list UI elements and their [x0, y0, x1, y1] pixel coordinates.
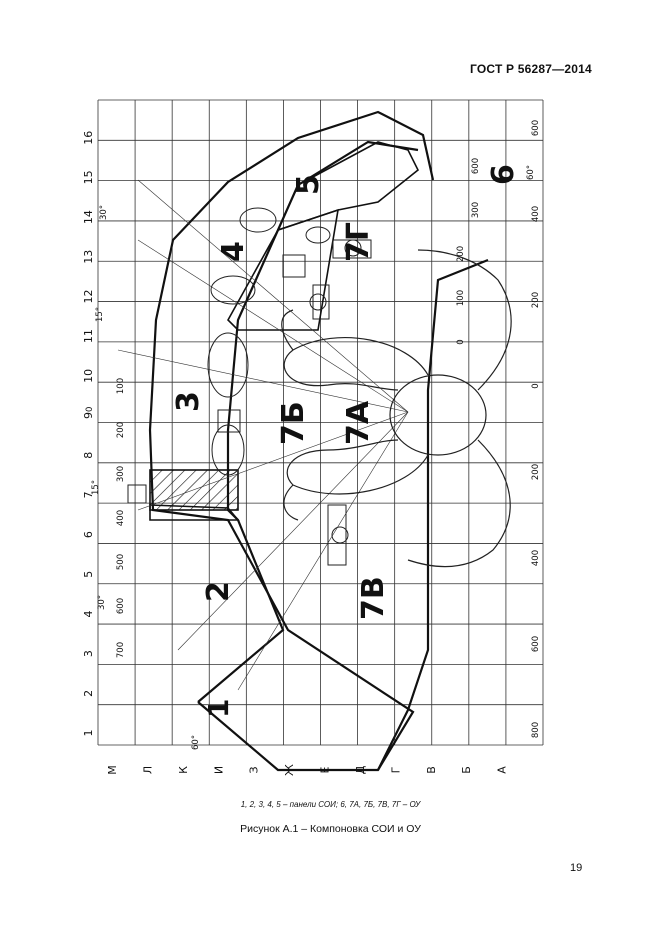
row-letter: Ж: [283, 764, 296, 776]
grid: [97, 99, 544, 746]
console-outline: [148, 110, 489, 772]
panel-label: 7В: [356, 576, 391, 620]
angle-label: 15°: [91, 480, 101, 495]
angle-label: 30°: [97, 595, 107, 610]
scale-label: 200: [531, 292, 541, 308]
instruments: [127, 207, 372, 566]
angle-label: 15°: [95, 307, 105, 322]
column-number: 1: [82, 730, 95, 737]
standard-header: ГОСТ Р 56287—2014: [470, 62, 592, 76]
scale-label: 400: [116, 510, 126, 526]
panel-label: 7А: [341, 400, 376, 445]
scale-label: 0: [456, 339, 466, 344]
operator-figure: [281, 249, 512, 568]
sight-lines: [117, 179, 409, 691]
scale-label: 0: [531, 383, 541, 388]
row-letter: Г: [389, 766, 402, 773]
scale-label: 700: [116, 642, 126, 658]
row-letter: Б: [460, 766, 473, 774]
figure-caption: Рисунок А.1 – Компоновка СОИ и ОУ: [240, 823, 421, 835]
panel-label: 3: [171, 391, 206, 412]
scale-label: 600: [471, 158, 481, 174]
row-letter: И: [212, 766, 225, 774]
column-number: 16: [82, 131, 95, 145]
row-letter: В: [425, 766, 438, 774]
column-number: 5: [82, 571, 95, 578]
panel-label: 1: [202, 699, 235, 718]
column-number: 10: [82, 369, 95, 383]
panel-label: 5: [291, 174, 326, 195]
scale-label: 100: [116, 378, 126, 394]
row-letter: М: [106, 765, 119, 775]
column-number: 2: [82, 690, 95, 697]
scale-label: 400: [531, 206, 541, 222]
row-letter: З: [248, 766, 261, 773]
panel-label: 2: [201, 581, 236, 602]
angle-label: 60°: [191, 735, 201, 750]
column-number: 3: [82, 650, 95, 657]
column-number: 7: [82, 491, 95, 498]
column-number: 8: [82, 452, 95, 459]
row-letter: Е: [319, 766, 332, 773]
page-number: 19: [570, 862, 583, 874]
scale-label: 600: [531, 636, 541, 652]
scale-label: 600: [531, 120, 541, 136]
scale-label: 300: [116, 466, 126, 482]
angle-label: 30°: [99, 205, 109, 220]
scale-label: 200: [116, 422, 126, 438]
row-letter: К: [177, 766, 190, 774]
figure-legend: 1, 2, 3, 4, 5 – панели СОИ; 6, 7А, 7Б, 7…: [240, 800, 421, 809]
scale-label: 100: [456, 290, 466, 306]
column-number: 14: [82, 210, 95, 224]
column-number: 11: [82, 329, 95, 343]
row-letter: Д: [354, 765, 367, 774]
row-letter: А: [496, 766, 509, 774]
scale-label: 400: [531, 550, 541, 566]
column-number: 6: [82, 531, 95, 538]
column-number: 13: [82, 250, 95, 264]
column-number: 15: [82, 170, 95, 184]
scale-label: 200: [456, 246, 466, 262]
angle-label: 0: [85, 407, 95, 412]
scale-label: 800: [531, 722, 541, 738]
panel-label: 7Г: [341, 222, 376, 262]
scale-label: 500: [116, 554, 126, 570]
scale-label: 600: [116, 598, 126, 614]
column-number: 9: [82, 412, 95, 419]
panel-label: 6: [486, 164, 521, 185]
column-number: 12: [82, 289, 95, 303]
angle-label: 60°: [526, 165, 536, 180]
panel-label: 4: [216, 241, 251, 262]
column-number: 4: [82, 610, 95, 617]
panel-label: 7Б: [276, 401, 311, 445]
row-letter: Л: [141, 766, 154, 774]
panel-frames: [149, 141, 420, 521]
scale-label: 300: [471, 202, 481, 218]
scale-label: 200: [531, 464, 541, 480]
